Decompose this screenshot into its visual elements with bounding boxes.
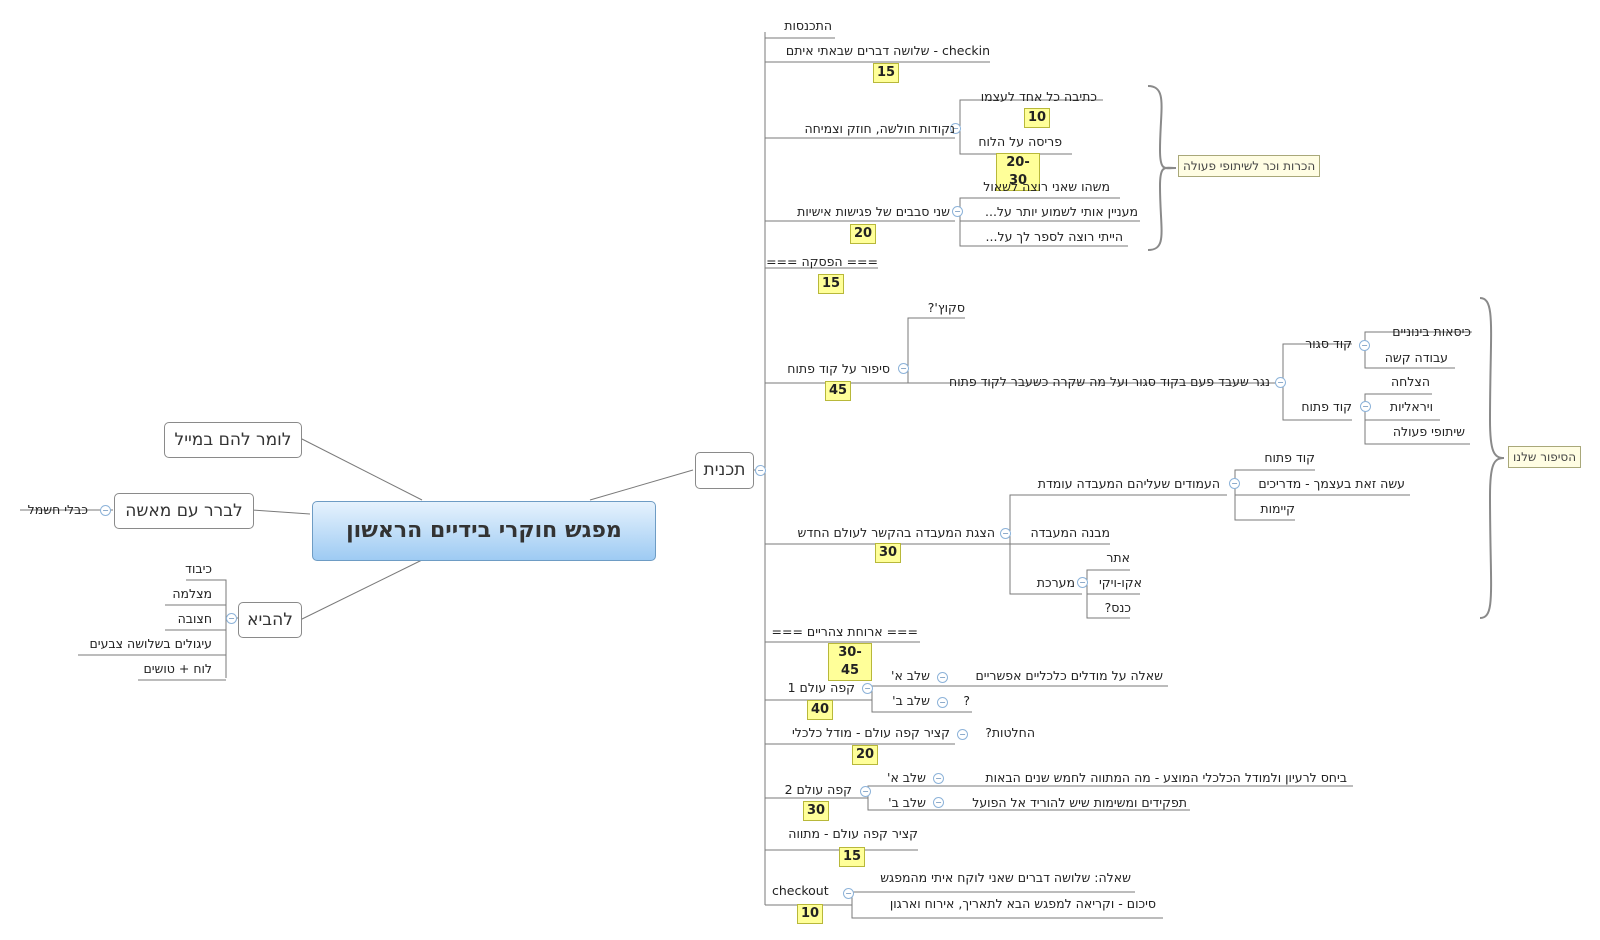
- open-code-collapse-icon[interactable]: −: [1360, 401, 1371, 412]
- cafe1-stage-b-collapse-icon[interactable]: −: [937, 697, 948, 708]
- item-strengths[interactable]: נקודות חולשה, חוזק וצמיחה: [804, 121, 955, 136]
- summary1-collapse-icon[interactable]: −: [957, 729, 968, 740]
- open-code-child[interactable]: ויראליות: [1389, 399, 1433, 414]
- cafe2-collapse-icon[interactable]: −: [860, 786, 871, 797]
- summary1-decisions[interactable]: החלטות?: [985, 725, 1035, 740]
- item-meetings[interactable]: שני סבבים של פגישות אישיות: [797, 204, 950, 219]
- item-cafe2[interactable]: קפה עולם 2: [784, 782, 852, 797]
- time-badge: 15: [818, 274, 844, 294]
- system-child[interactable]: כנס?: [1104, 600, 1131, 615]
- pillars-child[interactable]: קוד פתוח: [1264, 450, 1315, 465]
- lab-structure[interactable]: מבנה המעבדה: [1030, 525, 1110, 540]
- item-opencode[interactable]: סיפור על קוד פתוח: [787, 361, 890, 376]
- cafe2-stage-b-collapse-icon[interactable]: −: [933, 797, 944, 808]
- time-badge: 30: [875, 543, 901, 563]
- item-lab[interactable]: הצגת המעבדה בהקשר לעולם החדש: [797, 525, 995, 540]
- lab-system[interactable]: מערכת: [1036, 575, 1075, 590]
- time-badge: 20-30: [996, 153, 1040, 191]
- time-badge: 30-45: [828, 643, 872, 681]
- cafe2-stage-b[interactable]: שלב ב': [888, 795, 926, 810]
- system-child[interactable]: אתר: [1106, 550, 1130, 565]
- closed-code[interactable]: קוד סגור: [1305, 336, 1352, 351]
- closed-code-child[interactable]: עבודה קשה: [1384, 350, 1448, 365]
- cafe2-stage-a-collapse-icon[interactable]: −: [933, 773, 944, 784]
- pillars-collapse-icon[interactable]: −: [1229, 478, 1240, 489]
- item-checkout[interactable]: checkout: [772, 883, 829, 898]
- lab-pillars[interactable]: העמודים שעליהם המעבדה עומדת: [1037, 476, 1220, 491]
- opencode-collapse-icon[interactable]: −: [898, 363, 909, 374]
- time-badge: 15: [839, 847, 865, 867]
- time-badge: 30: [803, 801, 829, 821]
- strengths-collapse-icon[interactable]: −: [950, 123, 961, 134]
- time-badge: 45: [825, 381, 851, 401]
- plan-node[interactable]: תכנית: [695, 452, 754, 489]
- bring-item[interactable]: לוח + טושים: [143, 661, 212, 676]
- meetings-child[interactable]: מעניין אותי לשמוע יותר על...: [985, 204, 1138, 219]
- plan-collapse-icon[interactable]: −: [755, 465, 766, 476]
- item-cafe1[interactable]: קפה עולם 1: [787, 680, 855, 695]
- pillars-child[interactable]: קיימות: [1260, 501, 1295, 516]
- carpenter-story[interactable]: נגר שעבד פעם בקוד סגור ועל מה שקרה כשעבר…: [949, 374, 1270, 389]
- time-badge: 10: [1024, 108, 1050, 128]
- cafe1-stage-a[interactable]: שלב א': [891, 668, 930, 683]
- meetings-child[interactable]: הייתי רוצה לספר לך על...: [985, 229, 1123, 244]
- bring-collapse-icon[interactable]: −: [226, 613, 237, 624]
- clarify-collapse-icon[interactable]: −: [100, 505, 111, 516]
- cafe1-collapse-icon[interactable]: −: [862, 683, 873, 694]
- clarify-child[interactable]: כבלי חשמל: [27, 502, 88, 517]
- meetings-child[interactable]: משהו שאני רוצה לשאול: [983, 179, 1110, 194]
- open-code[interactable]: קוד פתוח: [1301, 399, 1352, 414]
- time-badge: 20: [850, 224, 876, 244]
- cafe1-question[interactable]: שאלה על מודלים כלכליים אפשריים: [975, 668, 1164, 683]
- item-summary2[interactable]: קציר קפה עולם - מתווה: [788, 826, 918, 841]
- cafe1-stage-a-collapse-icon[interactable]: −: [937, 672, 948, 683]
- meetings-collapse-icon[interactable]: −: [952, 206, 963, 217]
- cafe2-roles[interactable]: תפקידים ומשימות שיש להוריד אל הפועל: [972, 795, 1187, 810]
- checkout-question[interactable]: שאלה: שלושה דברים שאני לוקח איתי מהמפגש: [880, 870, 1131, 885]
- cafe2-roadmap[interactable]: ביחס לרעיון ולמודל הכלכלי המוצע - מה המת…: [985, 770, 1347, 785]
- item-summary1[interactable]: קציר קפה עולם - מודל כלכלי: [791, 725, 950, 740]
- bring-item[interactable]: מצלמה: [172, 586, 212, 601]
- strengths-board[interactable]: פריסה על הלוח: [978, 134, 1062, 149]
- system-child[interactable]: אקו-ויקי: [1098, 575, 1142, 590]
- strengths-write[interactable]: כתיבה כל אחד לעצמו: [980, 89, 1097, 104]
- time-badge: 10: [797, 904, 823, 924]
- item-break[interactable]: === הפסקה ===: [766, 254, 878, 269]
- root-topic[interactable]: מפגש חוקרי בידיים הראשון: [312, 501, 656, 561]
- cafe1-question-b[interactable]: ?: [963, 693, 970, 708]
- closed-code-child[interactable]: כיסאות בינוניים: [1392, 324, 1471, 339]
- opencode-question[interactable]: סקוץ'?: [927, 300, 965, 315]
- system-collapse-icon[interactable]: −: [1077, 577, 1088, 588]
- carpenter-collapse-icon[interactable]: −: [1275, 377, 1286, 388]
- checkout-collapse-icon[interactable]: −: [843, 888, 854, 899]
- time-badge: 15: [873, 63, 899, 83]
- branch-clarify[interactable]: לברר עם מאשה: [114, 493, 254, 529]
- bring-item[interactable]: כיבוד: [185, 561, 212, 576]
- branch-bring[interactable]: להביא: [238, 602, 302, 638]
- cafe1-stage-b[interactable]: שלב ב': [892, 693, 930, 708]
- bring-item[interactable]: חצובה: [177, 611, 212, 626]
- note-our-story[interactable]: הסיפור שלנו: [1508, 446, 1582, 468]
- item-intro[interactable]: התכנסות: [784, 18, 832, 33]
- time-badge: 40: [807, 700, 833, 720]
- branch-email[interactable]: לומר להם במייל: [164, 422, 302, 458]
- time-badge: 20: [852, 745, 878, 765]
- open-code-child[interactable]: שיתופי פעולה: [1392, 424, 1465, 439]
- lab-collapse-icon[interactable]: −: [1000, 528, 1011, 539]
- checkout-summary[interactable]: סיכום - וקריאה למפגש הבא לתאריך, אירוח ו…: [889, 896, 1156, 911]
- cafe2-stage-a[interactable]: שלב א': [887, 770, 926, 785]
- item-lunch[interactable]: === ארוחת צהריים ===: [771, 624, 918, 639]
- pillars-child[interactable]: עשה זאת בעצמך - מדריכים: [1258, 476, 1405, 491]
- closed-code-collapse-icon[interactable]: −: [1359, 340, 1370, 351]
- item-checkin[interactable]: checkin - שלושה דברים שבאתי איתם: [785, 43, 990, 58]
- bring-item[interactable]: עיגולים בשלושה צבעים: [89, 636, 213, 651]
- note-acquaintance[interactable]: הכרות וכר לשיתופי פעולה: [1178, 155, 1321, 177]
- open-code-child[interactable]: הצלחה: [1390, 374, 1430, 389]
